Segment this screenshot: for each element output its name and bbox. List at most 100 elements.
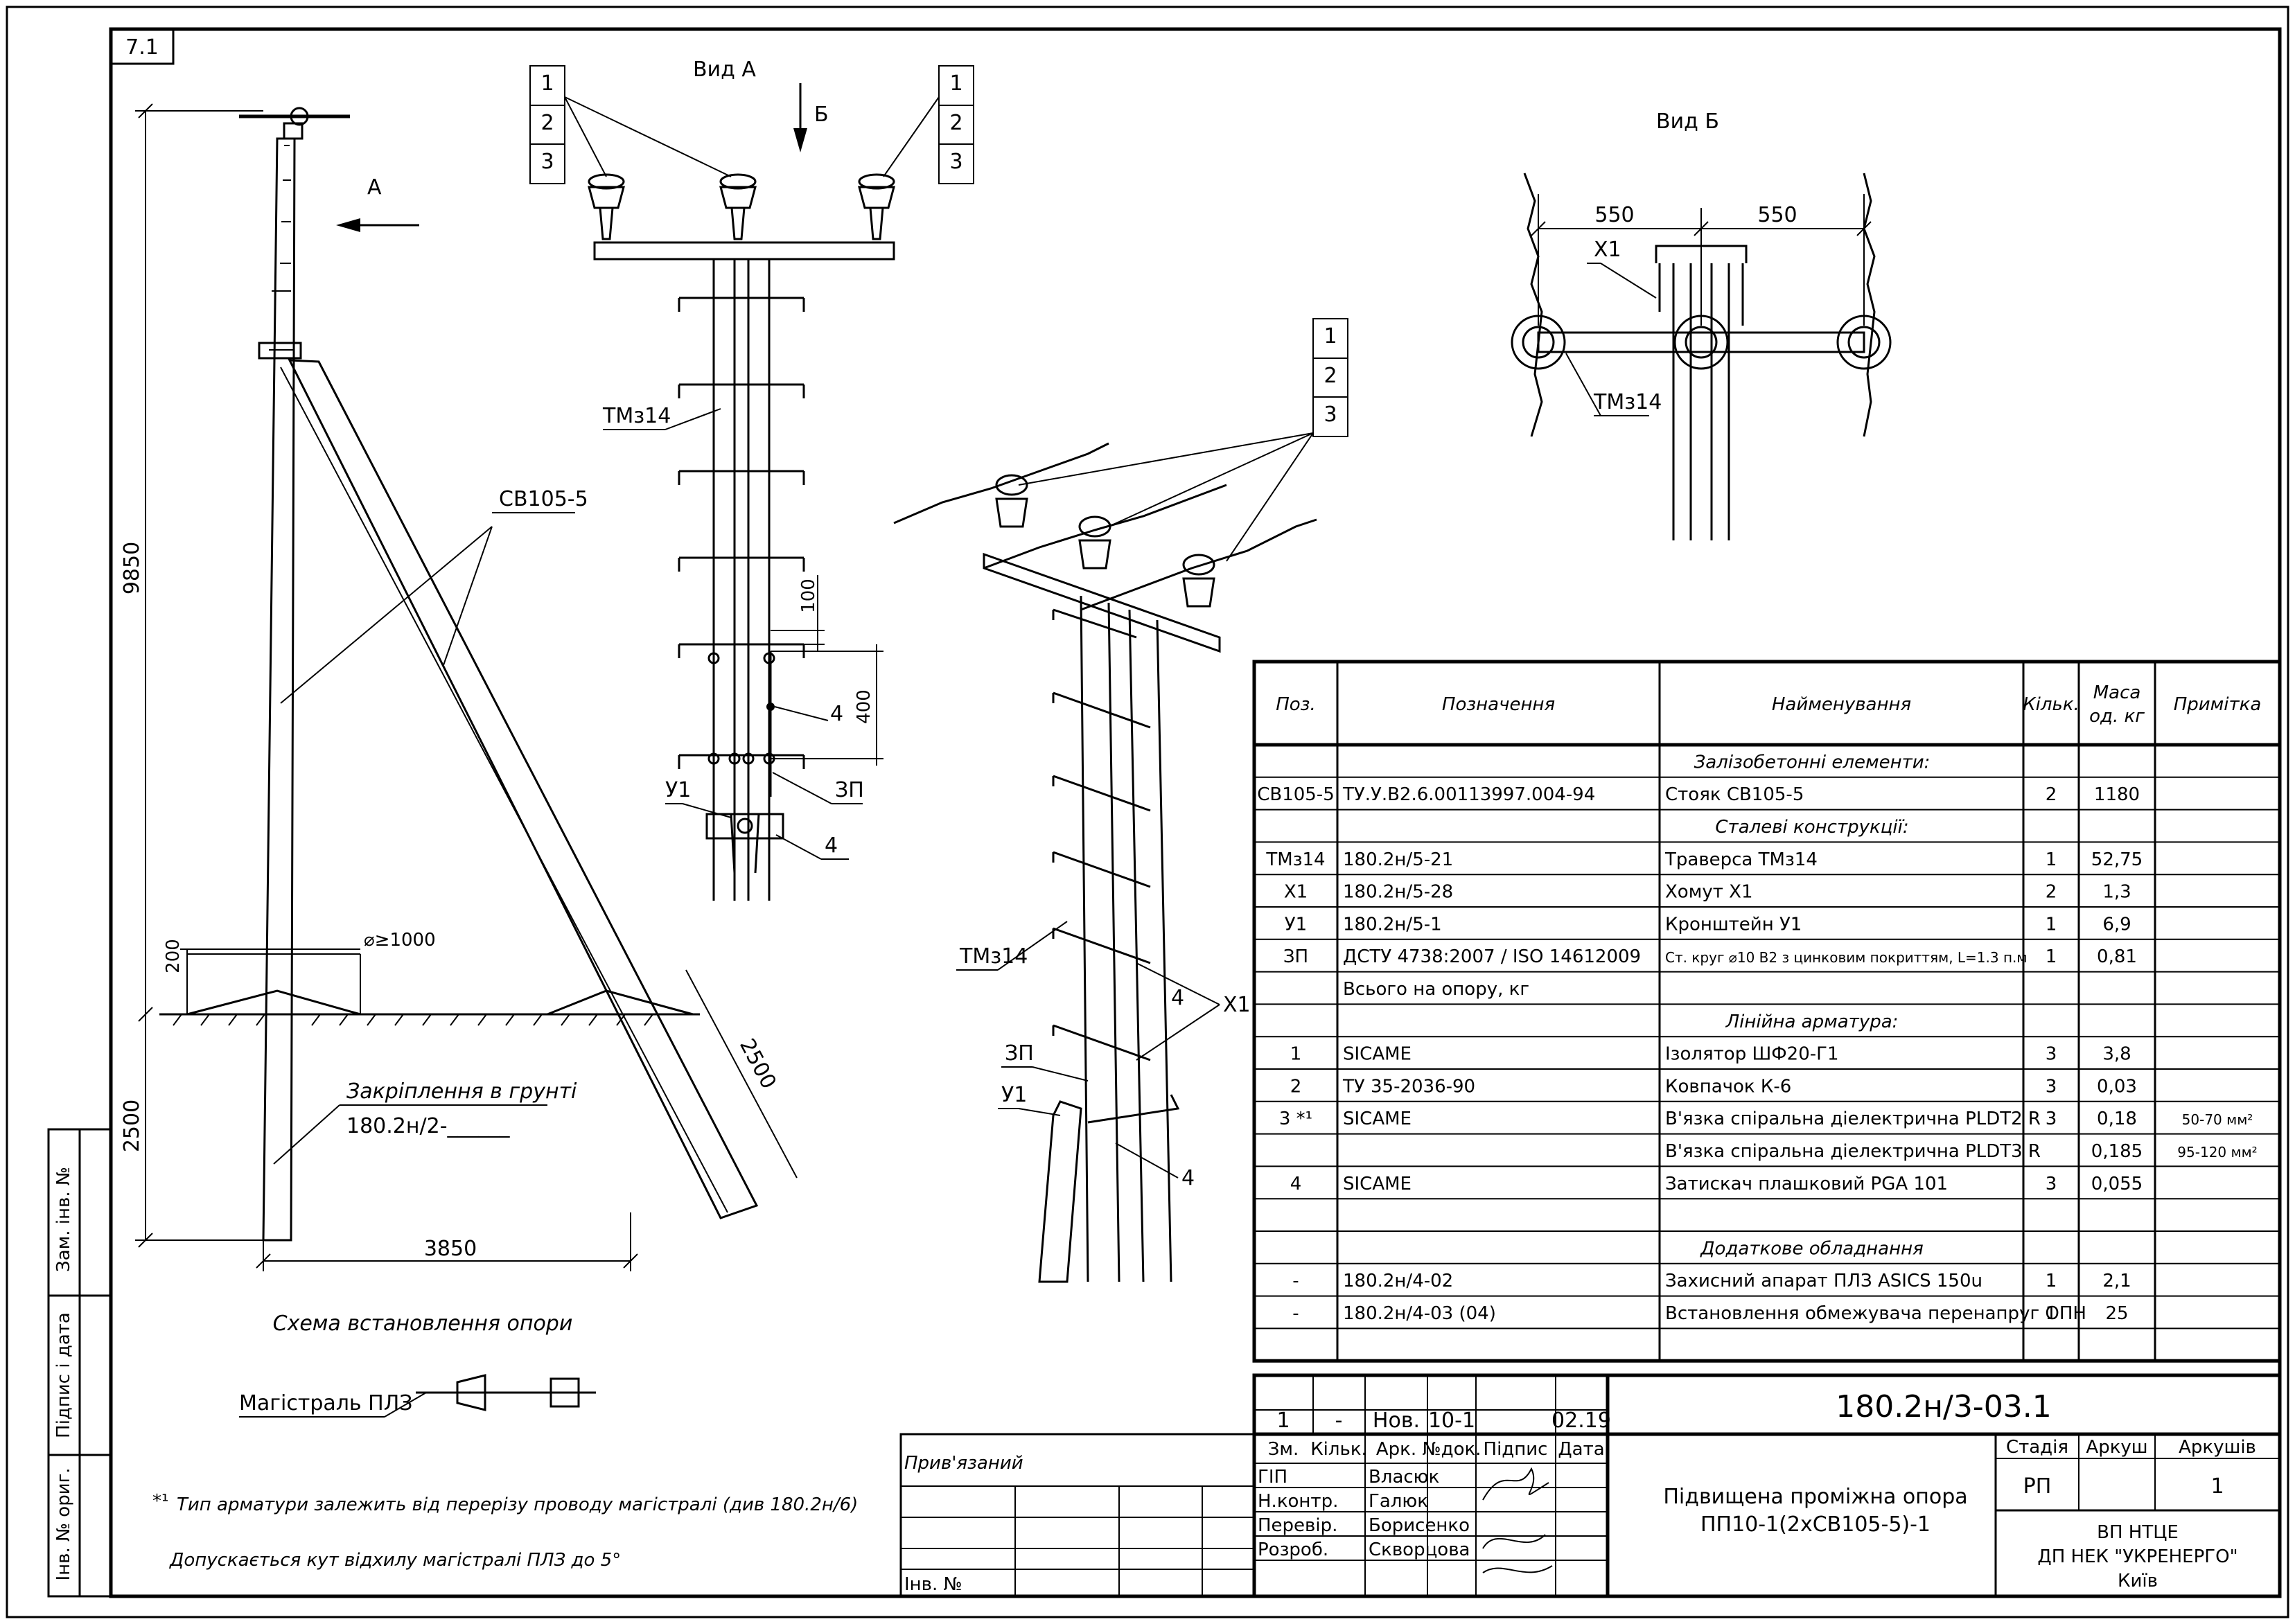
spec-cell: SICAME [1343,1109,1412,1129]
spec-cell: 180.2н/5-21 [1343,849,1453,870]
spec-cell: Х1 [1284,882,1308,903]
signature-2 [1482,1534,1546,1549]
spec-cell: Ізолятор ШФ20-Г1 [1665,1044,1839,1065]
notes: *¹ Тип арматури залежить від перерізу пр… [152,1491,858,1571]
stage-value-stadiia: РП [2023,1474,2052,1499]
spec-cell: 1 [2046,946,2057,967]
spec-cell: 1 [2046,1303,2057,1324]
spec-cell: 3 *¹ [1279,1109,1312,1129]
note-1-mark: *¹ [152,1491,168,1512]
spec-cell: 52,75 [2091,849,2143,870]
view-a: Вид А Б 1 2 3 1 2 3 [529,58,974,901]
spec-cell: Всього на опору, кг [1343,979,1529,1000]
name-2: Борисенко [1369,1515,1470,1536]
iso-label-zp: ЗП [1005,1041,1034,1066]
spec-cell: 1 [1290,1044,1302,1065]
spec-header-2: Найменування [1772,694,1911,715]
spec-cell: 0,81 [2097,946,2137,967]
role-1: Н.контр. [1258,1491,1338,1512]
spec-cell: 0,055 [2091,1174,2143,1194]
spec-cell: 180.2н/5-1 [1343,914,1442,935]
spec-cell: ЗП [1283,946,1308,967]
spec-cell: Встановлення обмежувача перенапруг ОПН [1665,1303,2086,1324]
iso-label-tmz14: ТМз14 [959,944,1028,969]
spec-cell: 25 [2105,1303,2128,1324]
rev-ndok: 10-1 [1428,1409,1475,1433]
stage-h-arkush: Аркуш [2086,1437,2147,1458]
spec-cell: 3 [2046,1109,2057,1129]
iso-label-y1: У1 [1001,1083,1027,1107]
spec-cell: 3 [2046,1076,2057,1097]
spec-header-5: Примітка [2174,694,2262,715]
rev-ark: Нов. [1373,1409,1420,1433]
spec-cell: - [1292,1271,1299,1291]
rev-h-ndok: №док. [1423,1439,1481,1460]
note-1: Тип арматури залежить від перерізу прово… [177,1494,858,1515]
description-line-1: Підвищена проміжна опора [1663,1485,1967,1509]
spec-cell: 1 [2046,1271,2057,1291]
view-a-right-n2: 2 [949,111,962,135]
name-1: Галюк [1369,1491,1428,1512]
rev-h-data: Дата [1558,1439,1604,1460]
view-a-right-n1: 1 [949,71,962,96]
spec-cell: 4 [1290,1174,1302,1194]
spec-section-title: Сталеві конструкції: [1715,817,1908,838]
view-a-label-zp: ЗП [835,778,864,802]
label-diameter: ⌀≥1000 [364,930,436,951]
stage-h-stadiia: Стадія [2006,1437,2068,1458]
spec-cell: 2 [1290,1076,1302,1097]
spec-cell: ТУ.У.В2.6.00113997.004-94 [1342,784,1595,805]
scheme-label: Магістраль ПЛЗ [239,1391,413,1415]
installation-scheme: Схема встановлення опори Магістраль ПЛЗ [239,1312,596,1418]
insulator-center [719,173,757,240]
scheme-title: Схема встановлення опори [273,1312,573,1336]
spec-cell: Захисний апарат ПЛЗ ASICS 150u [1665,1271,1982,1291]
spec-cell: Хомут Х1 [1665,882,1752,903]
rev-zm: 1 [1276,1409,1290,1433]
spec-section-title: Залізобетонні елементи: [1694,752,1931,773]
rev-data: 02.19 [1551,1409,1611,1433]
rev-h-pidpys: Підпис [1484,1439,1548,1460]
spec-cell: У1 [1285,914,1307,935]
description-line-2: ПП10-1(2хСВ105-5)-1 [1700,1512,1931,1537]
iso-insulator-2 [1078,515,1111,570]
spec-header-3: Кільк. [2023,694,2079,715]
stage-h-arkushiv: Аркушів [2179,1437,2256,1458]
dim-200: 200 [163,939,184,973]
side-view: СВ105-5 А 9850 2500 200 ⌀≥1000 3850 2500 [120,103,798,1271]
label-zakriplennia: Закріплення в грунті [346,1079,577,1104]
left-strip: Зам. інв. № Підпис і дата Інв. № ориг. [47,1128,112,1598]
spec-cell: 95-120 мм² [2177,1144,2257,1160]
spec-cell: 1 [2046,849,2057,870]
spec-cell: Кронштейн У1 [1665,914,1802,935]
strip-pidpys: Підпис і дата [53,1312,74,1438]
rev-h-kilk: Кільк. [1310,1439,1367,1460]
spec-cell: В'язка спіральна діелектрична PLDT3 R [1665,1141,2041,1162]
view-a-left-n1: 1 [540,71,554,96]
label-zakriplennia-ref: 180.2н/2-______ [346,1114,511,1138]
spec-cell: ТМз14 [1265,849,1325,870]
arrow-a-label: А [367,175,382,200]
spec-header-1: Позначення [1442,694,1555,715]
view-a-right-n3: 3 [949,150,962,174]
sheet-number: 7.1 [125,35,159,60]
org-line-3: Київ [2118,1571,2158,1591]
spec-section-title: Лінійна арматура: [1725,1012,1899,1032]
spec-cell: SICAME [1343,1044,1412,1065]
rev-kilk: - [1335,1409,1343,1433]
view-a-label-y1: У1 [665,778,691,802]
iso-label-4a: 4 [1171,986,1184,1010]
spec-cell: 1180 [2094,784,2140,805]
spec-cell: 180.2н/4-03 (04) [1343,1303,1496,1324]
insulator-right [858,173,895,240]
title-block: 1 - Нов. 10-1 02.19 Зм. Кільк. Арк. №док… [1252,1373,2282,1598]
insulator-left [588,173,625,240]
spec-cell: 3,8 [2102,1044,2131,1065]
spec-section-title: Додаткове обладнання [1700,1238,1924,1259]
name-3: Скворцова [1369,1539,1470,1560]
spec-cell: - [1292,1303,1299,1324]
spec-cell: 2,1 [2102,1271,2131,1291]
spec-cell: 180.2н/5-28 [1343,882,1453,903]
view-a-label-4b: 4 [825,833,838,858]
spec-cell: 0,185 [2091,1141,2143,1162]
